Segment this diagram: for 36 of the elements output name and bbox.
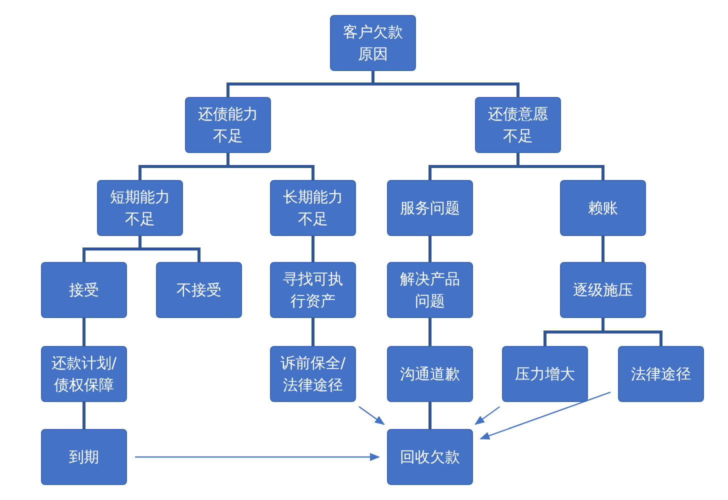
- process-box: 沟通道歉: [387, 346, 473, 402]
- process-box: 解决产品问题: [387, 262, 473, 318]
- process-box: 长期能力不足: [270, 180, 356, 236]
- connector-line: [82, 318, 86, 346]
- process-box: 还款计划/债权保障: [41, 346, 127, 402]
- connector-line: [428, 402, 432, 429]
- process-box: 逐级施压: [560, 262, 646, 318]
- connector-line: [602, 318, 662, 346]
- process-box: 法律途径: [618, 346, 704, 402]
- arrow: [480, 392, 611, 440]
- process-box: 接受: [41, 262, 127, 318]
- connector-line: [226, 153, 314, 180]
- connector-line: [428, 236, 432, 262]
- process-box: 还债意愿不足: [475, 97, 561, 153]
- process-box: 不接受: [156, 262, 242, 318]
- connector-line: [82, 402, 86, 429]
- arrow: [358, 406, 385, 425]
- connector-line: [428, 318, 432, 346]
- process-box: 回收欠款: [387, 429, 473, 485]
- process-box: 短期能力不足: [97, 180, 183, 236]
- connector-line: [372, 71, 520, 97]
- process-box: 服务问题: [387, 180, 473, 236]
- process-box: 到期: [41, 429, 127, 485]
- process-box: 客户欠款原因: [330, 15, 416, 71]
- process-box: 还债能力不足: [185, 97, 271, 153]
- process-box: 压力增大: [502, 346, 588, 402]
- connector-line: [312, 318, 314, 346]
- connector-line: [516, 153, 604, 180]
- connector-line: [138, 236, 200, 262]
- process-box: 寻找可执行资产: [270, 262, 356, 318]
- arrow: [474, 406, 500, 425]
- process-box: 赖账: [560, 180, 646, 236]
- connector-line: [602, 236, 604, 262]
- arrow: [135, 453, 380, 461]
- process-box: 诉前保全/法律途径: [270, 346, 356, 402]
- connector-line: [312, 236, 314, 262]
